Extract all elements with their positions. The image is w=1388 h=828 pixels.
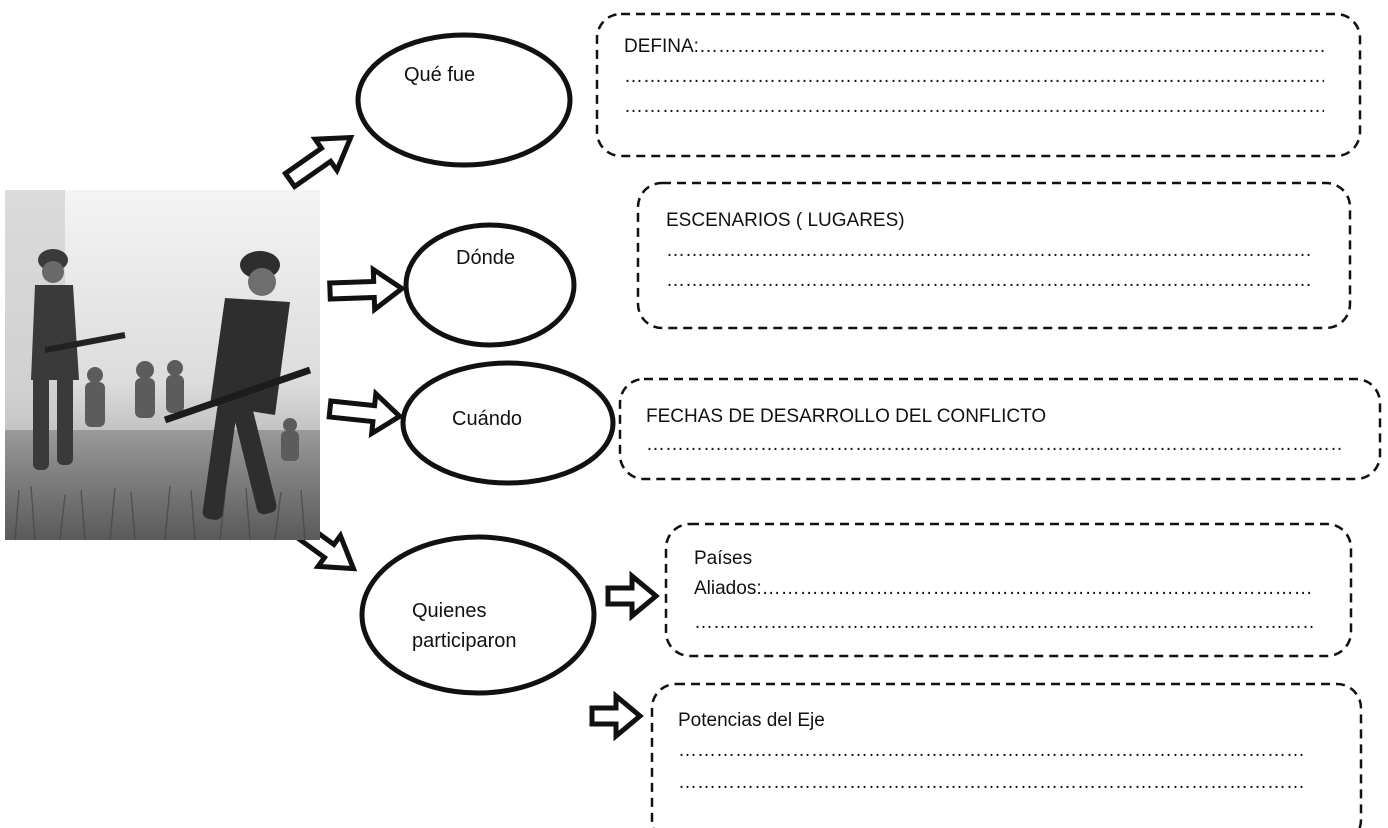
arrow-to-aliados bbox=[605, 570, 660, 622]
box-donde bbox=[636, 181, 1352, 330]
que-fue-line-1: DEFINA:………………………………………………………………………………………… bbox=[624, 36, 1324, 57]
oval-label-que-fue: Qué fue bbox=[404, 64, 476, 86]
box-que-fue bbox=[595, 12, 1362, 158]
que-fue-line-2: ………………………………………………………………………………………………… bbox=[624, 66, 1324, 87]
arrow-to-eje bbox=[589, 690, 644, 742]
oval-label-quienes-line2: participaron bbox=[412, 630, 517, 652]
aliados-line-1: Países bbox=[694, 548, 753, 569]
eje-line-2: ……………………………………………………………………………………… bbox=[678, 740, 1303, 761]
aliados-line-3: ……………………………………………………………………………………… bbox=[694, 612, 1314, 633]
oval-label-quienes-line1: Quienes bbox=[412, 600, 487, 622]
oval-label-cuando: Cuándo bbox=[452, 408, 523, 430]
aliados-line-2: Aliados:……………………………………………………………………………… bbox=[694, 578, 1314, 599]
donde-line-3: ……………………………………………………………………………………………… bbox=[666, 270, 1311, 291]
que-fue-line-3: ………………………………………………………………………………………………… bbox=[624, 96, 1324, 117]
eje-line-3: ……………………………………………………………………………………… bbox=[678, 772, 1305, 793]
oval-label-donde: Dónde bbox=[456, 247, 515, 269]
box-aliados bbox=[664, 522, 1353, 658]
donde-line-1: ESCENARIOS ( LUGARES) bbox=[666, 210, 905, 231]
oval-quienes bbox=[359, 534, 597, 696]
soldiers-photo bbox=[5, 190, 320, 540]
arrow-to-que-fue bbox=[281, 134, 355, 191]
cuando-line-1: FECHAS DE DESARROLLO DEL CONFLICTO bbox=[646, 406, 1047, 427]
oval-cuando bbox=[400, 360, 616, 486]
cuando-line-2: ………………………………………………………………………………………………… bbox=[646, 434, 1344, 455]
donde-line-2: ……………………………………………………………………………………………… bbox=[666, 240, 1311, 261]
oval-donde bbox=[403, 222, 577, 348]
box-eje bbox=[650, 682, 1363, 828]
soldiers-photo-image bbox=[5, 190, 320, 540]
oval-que-fue bbox=[355, 32, 573, 168]
arrow-to-cuando bbox=[326, 388, 404, 439]
arrow-to-donde bbox=[327, 264, 407, 315]
eje-line-1: Potencias del Eje bbox=[678, 710, 825, 731]
